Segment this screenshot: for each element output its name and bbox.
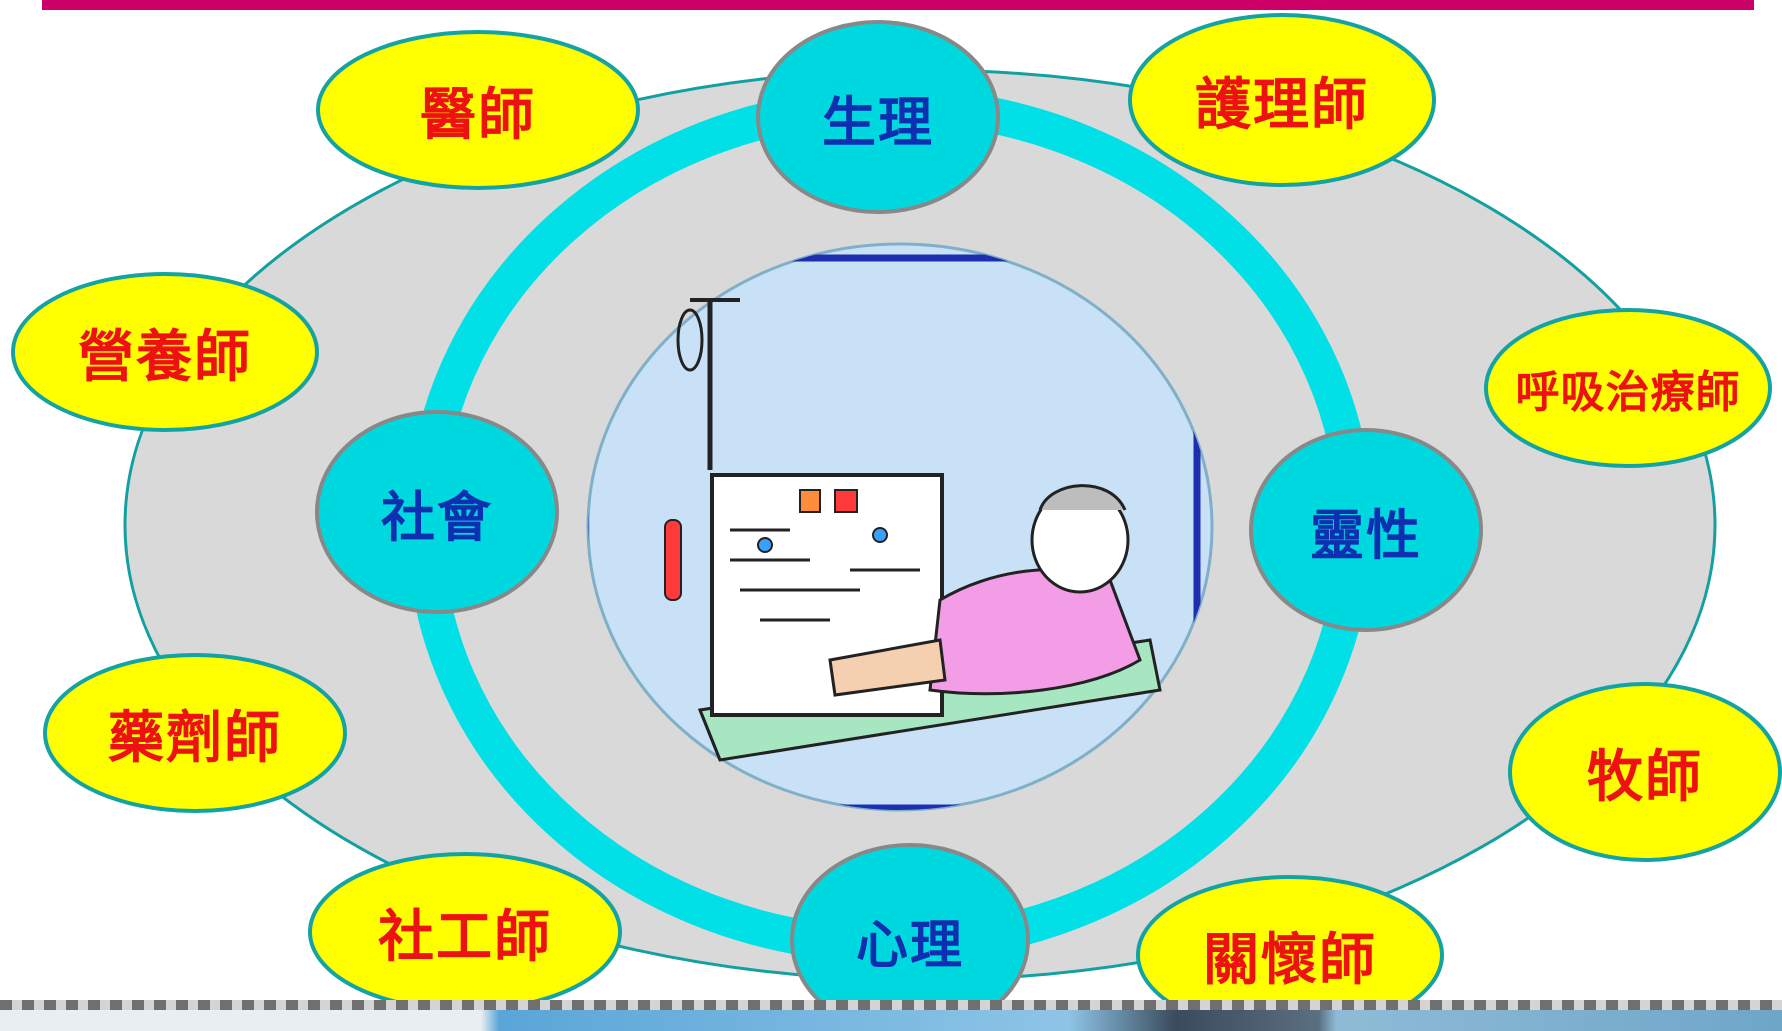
role-chaplain-ellipse [1136,875,1444,1031]
role-dietitian-ellipse [11,272,319,432]
role-physician-ellipse [316,30,640,190]
dimension-spiritual-circle [1249,428,1483,632]
title-bar [42,0,1754,10]
role-social-worker-ellipse [308,852,622,1012]
dialysis-patient-illustration [586,242,1214,812]
dimension-social-circle [315,410,559,614]
bottom-photo-strip [0,1010,1782,1031]
role-respiratory-therapist-ellipse [1484,308,1772,468]
role-pastor-ellipse [1508,682,1782,862]
role-pharmacist-ellipse [43,653,347,813]
bottom-decorative-strip [0,1000,1782,1031]
dimension-physical-circle [756,20,1000,214]
role-nurse-ellipse [1128,13,1436,187]
dimension-psychological-circle [790,843,1030,1031]
